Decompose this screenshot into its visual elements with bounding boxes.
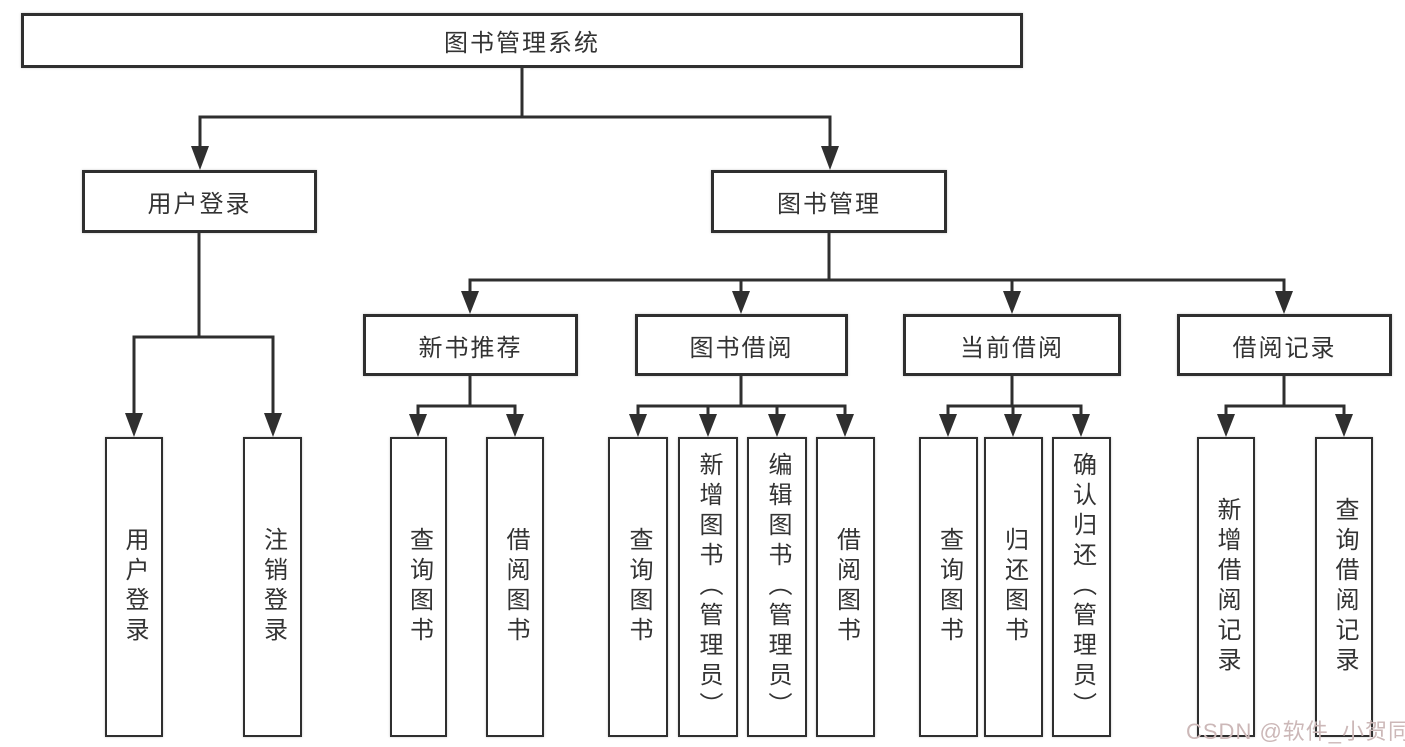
leaf-query-books-borrowing: 查询图书 bbox=[608, 437, 668, 737]
leaf-add-borrow-record: 新增借阅记录 bbox=[1197, 437, 1255, 737]
leaf-user-login: 用户登录 bbox=[105, 437, 163, 737]
leaf-borrow-books-recommend: 借阅图书 bbox=[486, 437, 544, 737]
node-borrowing-records: 借阅记录 bbox=[1177, 314, 1392, 376]
leaf-query-books-recommend: 查询图书 bbox=[390, 437, 447, 737]
node-root: 图书管理系统 bbox=[21, 13, 1023, 68]
node-book-borrowing: 图书借阅 bbox=[635, 314, 848, 376]
leaf-query-books-current: 查询图书 bbox=[919, 437, 978, 737]
node-book-management: 图书管理 bbox=[711, 170, 947, 233]
node-new-book-recommendation: 新书推荐 bbox=[363, 314, 578, 376]
leaf-confirm-return-admin: 确认归还（管理员） bbox=[1052, 437, 1111, 737]
node-user-login: 用户登录 bbox=[82, 170, 317, 233]
leaf-query-borrow-record: 查询借阅记录 bbox=[1315, 437, 1373, 737]
leaf-add-book-admin: 新增图书（管理员） bbox=[678, 437, 738, 737]
leaf-borrow-books: 借阅图书 bbox=[816, 437, 875, 737]
leaf-return-books: 归还图书 bbox=[984, 437, 1043, 737]
leaf-edit-book-admin: 编辑图书（管理员） bbox=[747, 437, 807, 737]
leaf-logout: 注销登录 bbox=[243, 437, 302, 737]
node-current-borrowing: 当前借阅 bbox=[903, 314, 1121, 376]
